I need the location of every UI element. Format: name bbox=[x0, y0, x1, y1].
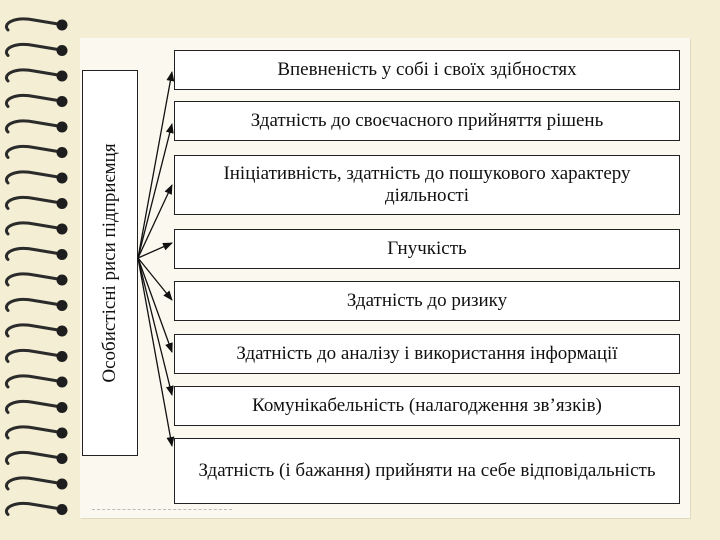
spiral-ring bbox=[5, 349, 60, 363]
spiral-hole bbox=[56, 274, 68, 286]
spiral-ring bbox=[5, 272, 60, 287]
spiral-hole bbox=[56, 453, 68, 464]
spiral-ring bbox=[5, 451, 60, 465]
item-box-1: Впевненість у собі і своїх здібностях bbox=[174, 50, 680, 90]
spiral-ring bbox=[5, 43, 60, 57]
spiral-ring bbox=[5, 145, 60, 159]
footer-dashes bbox=[92, 509, 232, 510]
spiral-ring bbox=[5, 17, 60, 32]
spiral-hole bbox=[56, 504, 68, 515]
spiral-hole bbox=[56, 45, 68, 56]
spiral-hole bbox=[56, 325, 68, 337]
spiral-hole bbox=[56, 300, 68, 311]
spiral-hole bbox=[56, 478, 68, 490]
spiral-hole bbox=[56, 223, 68, 235]
item-box-8: Здатність (і бажання) прийняти на себе в… bbox=[174, 438, 680, 504]
spiral-ring bbox=[5, 196, 60, 210]
item-box-7: Комунікабельність (налагодження зв’язків… bbox=[174, 386, 680, 426]
item-box-6: Здатність до аналізу і використання інфо… bbox=[174, 334, 680, 374]
item-box-3: Ініціативність, здатність до пошукового … bbox=[174, 155, 680, 215]
spiral-binding bbox=[5, 17, 68, 516]
spiral-hole bbox=[56, 198, 68, 209]
spiral-hole bbox=[56, 402, 68, 413]
spiral-hole bbox=[56, 427, 68, 439]
spiral-ring bbox=[5, 425, 60, 440]
item-box-2: Здатність до своєчасного прийняття рішен… bbox=[174, 101, 680, 141]
spiral-ring bbox=[5, 119, 60, 134]
item-box-4: Гнучкість bbox=[174, 229, 680, 269]
spiral-hole bbox=[56, 172, 68, 184]
spiral-hole bbox=[56, 147, 68, 158]
spiral-ring bbox=[5, 247, 60, 261]
spiral-ring bbox=[5, 94, 60, 108]
root-box: Особистісні риси підприємця bbox=[82, 70, 138, 456]
spiral-hole bbox=[56, 351, 68, 362]
spiral-ring bbox=[5, 476, 60, 491]
spiral-ring bbox=[5, 323, 60, 338]
spiral-ring bbox=[5, 374, 60, 389]
spiral-ring bbox=[5, 298, 60, 312]
spiral-ring bbox=[5, 221, 60, 236]
spiral-hole bbox=[56, 19, 68, 31]
spiral-hole bbox=[56, 249, 68, 260]
spiral-hole bbox=[56, 70, 68, 82]
spiral-hole bbox=[56, 376, 68, 388]
item-box-5: Здатність до ризику bbox=[174, 281, 680, 321]
spiral-ring bbox=[5, 68, 60, 83]
spiral-ring bbox=[5, 502, 60, 516]
spiral-ring bbox=[5, 400, 60, 414]
spiral-hole bbox=[56, 96, 68, 107]
root-label: Особистісні риси підприємця bbox=[99, 143, 120, 383]
spiral-hole bbox=[56, 121, 68, 133]
spiral-ring bbox=[5, 170, 60, 185]
